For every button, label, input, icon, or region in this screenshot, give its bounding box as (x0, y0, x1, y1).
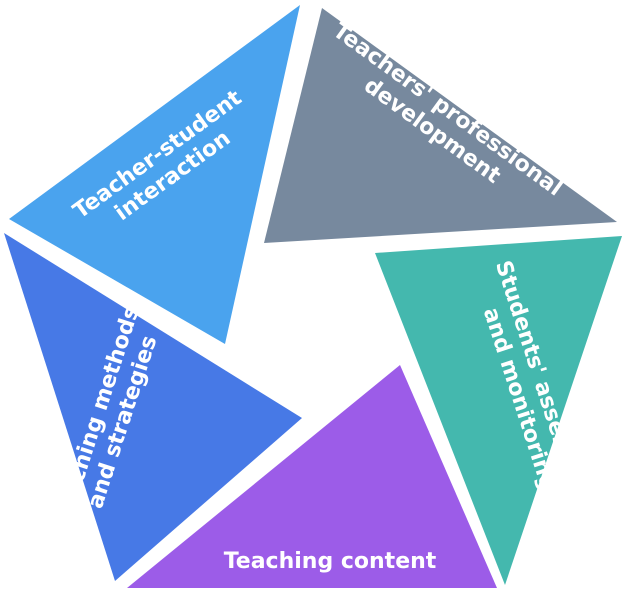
segment-label-teaching-content: Teaching content (224, 549, 437, 574)
segment-teaching-methods-strategies (4, 233, 302, 581)
segment-teachers-professional-development (264, 8, 617, 243)
segment-teaching-content (127, 365, 497, 588)
segment-students-assessment-monitoring (375, 236, 622, 585)
segment-teacher-student-interaction (9, 5, 300, 344)
